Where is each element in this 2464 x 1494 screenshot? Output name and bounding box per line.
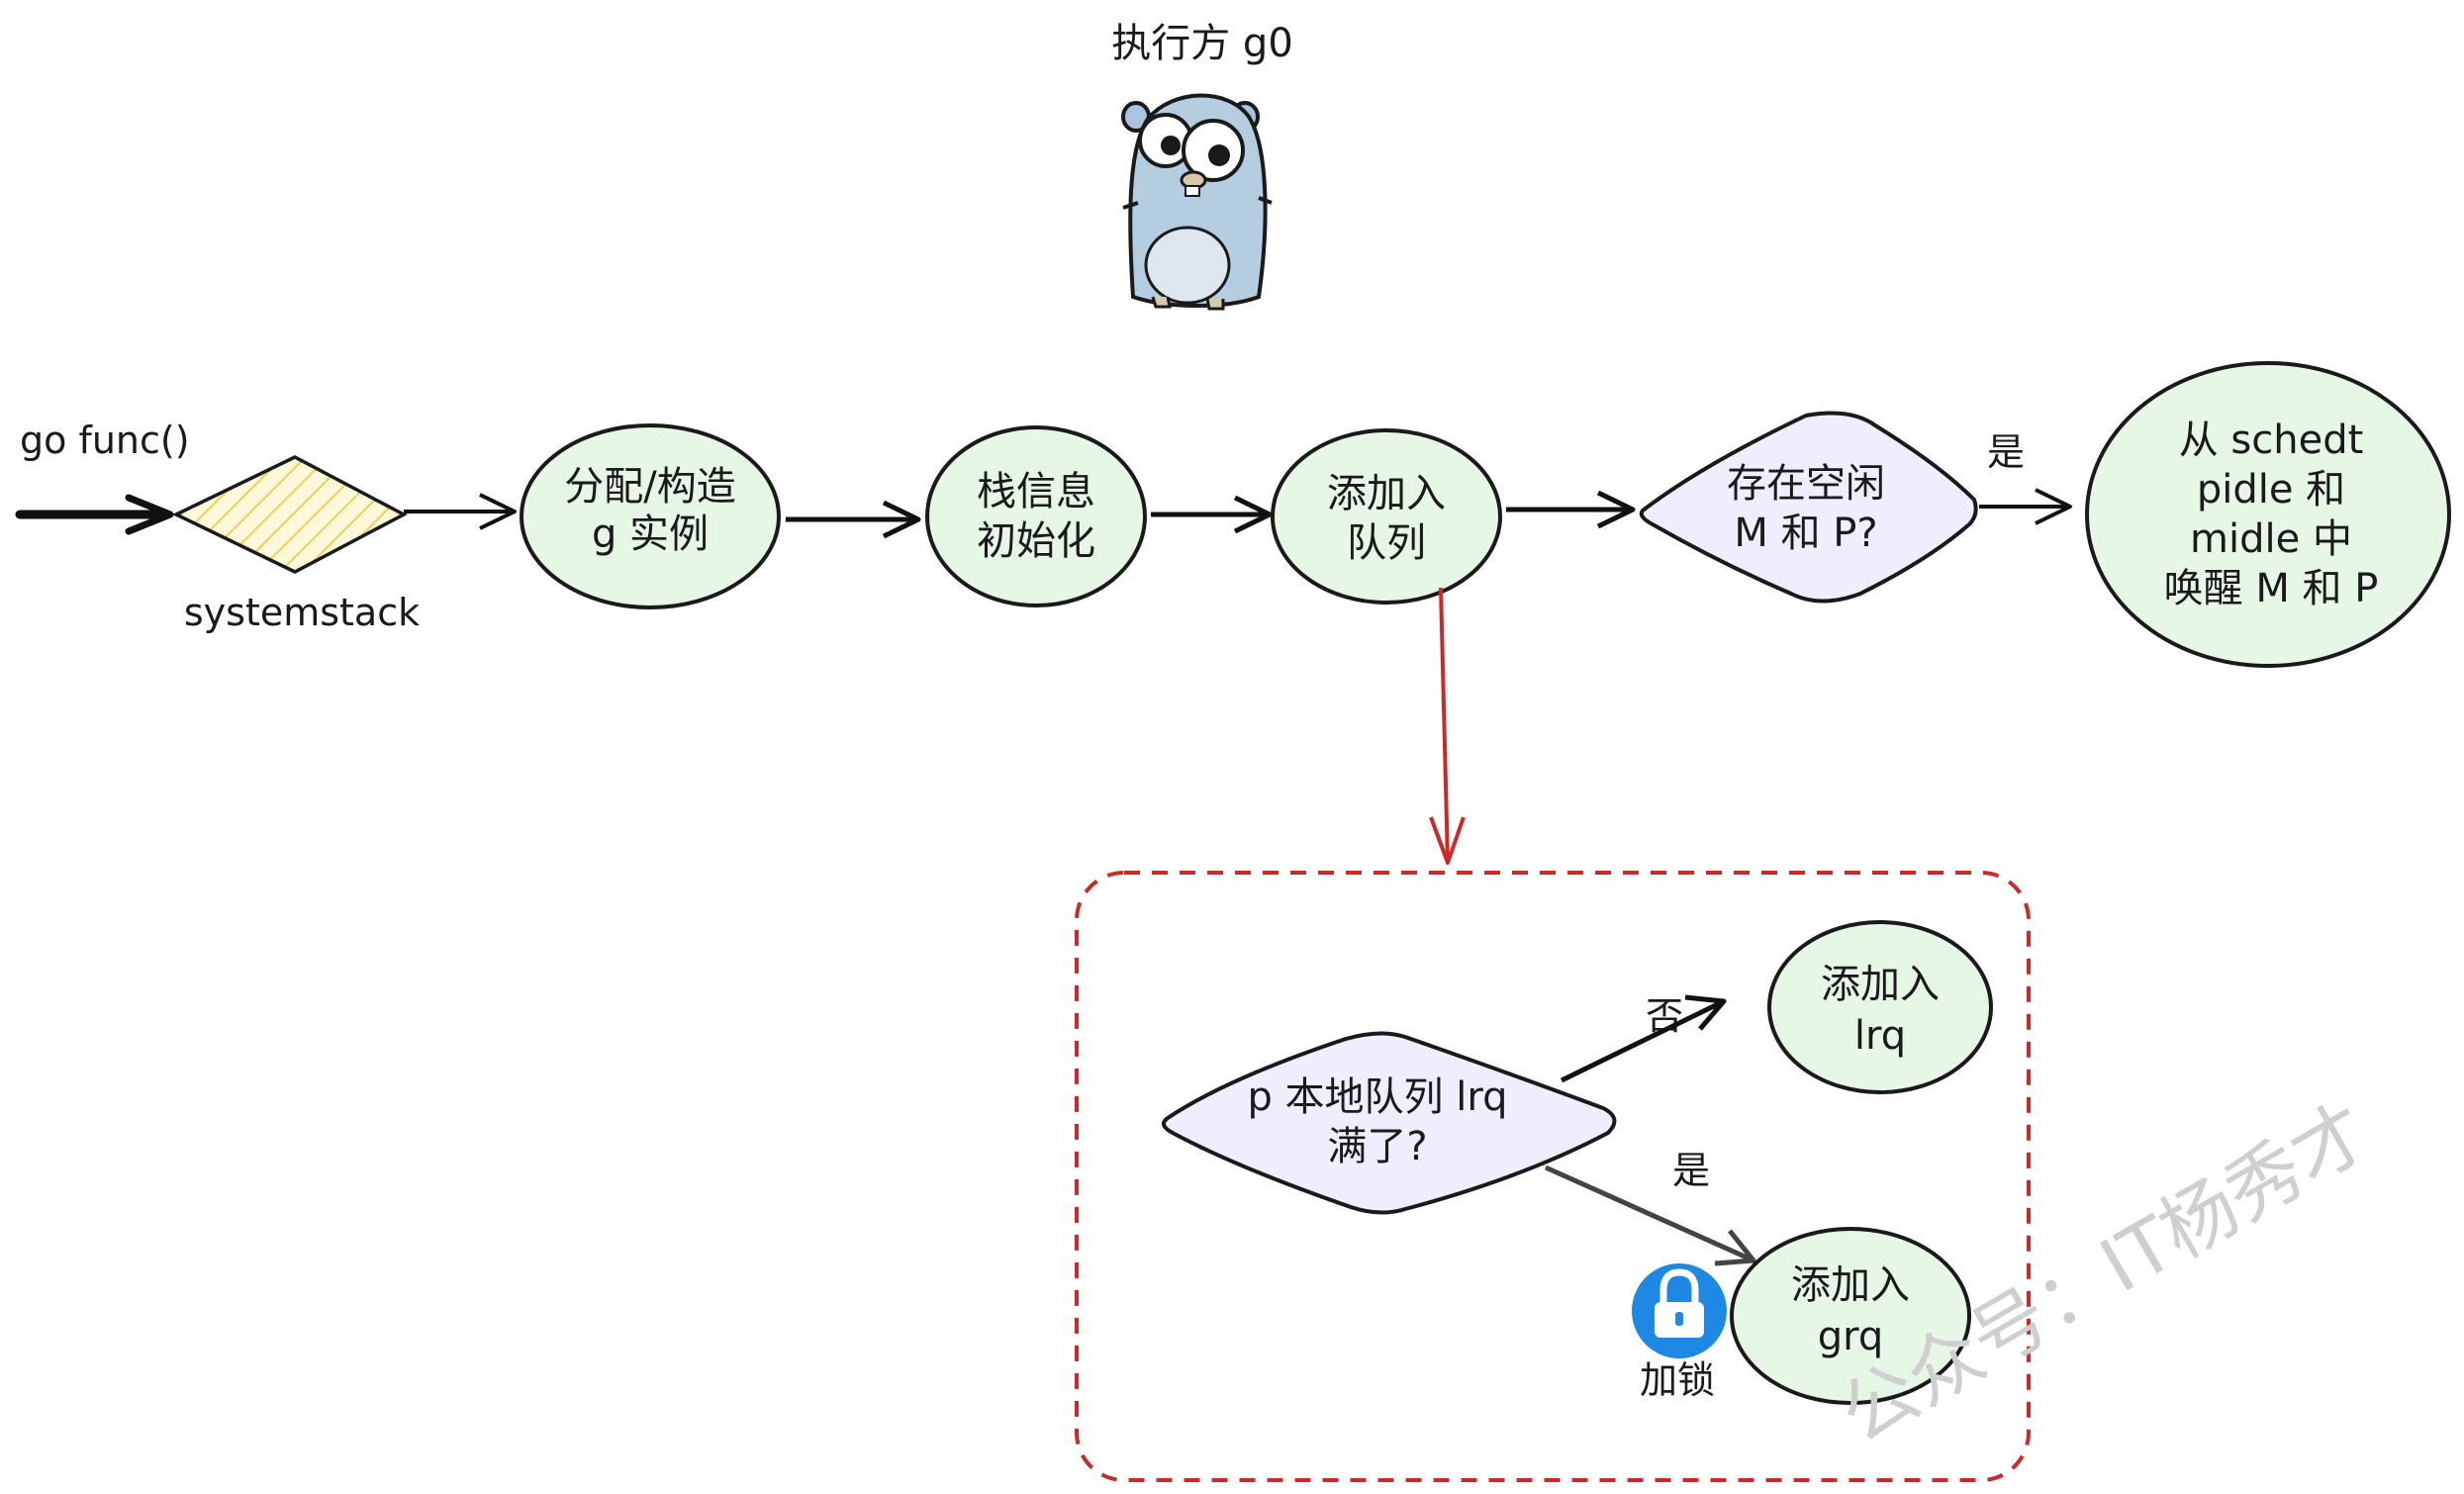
arrow-enqueue-to-idle-check	[1506, 490, 1636, 529]
wake-node	[2085, 361, 2451, 668]
enqueue-line-2: 队列	[1347, 520, 1426, 566]
entry-label: go func()	[20, 419, 190, 462]
arrow-to-add-lrq	[1560, 994, 1727, 1083]
add-lrq-node	[1767, 920, 1993, 1094]
idle-check-line-1: 存在空闲	[1727, 461, 1885, 507]
stack-init-node	[925, 425, 1147, 607]
wake-line-3: midle 中	[2190, 516, 2352, 562]
add-lrq-line-2: lrq	[1854, 1013, 1906, 1059]
enqueue-node	[1271, 428, 1502, 605]
systemstack-diamond	[171, 455, 408, 574]
wake-line-4: 唤醒 M 和 P	[2164, 566, 2379, 611]
stack-init-line-1: 栈信息	[977, 469, 1095, 514]
entry-arrow	[15, 494, 174, 535]
alloc-line-1: 分配/构造	[564, 464, 735, 510]
idle-check-line-2: M 和 P?	[1734, 511, 1877, 556]
lrq-full-diamond	[1162, 1031, 1617, 1215]
idle-check-diamond	[1639, 411, 1978, 604]
queue-detail-box	[1075, 871, 2031, 1482]
lock-label: 加锁	[1640, 1358, 1715, 1402]
executor-label: 执行方 g0	[1111, 21, 1293, 66]
stack-init-line-2: 初始化	[977, 518, 1095, 564]
lock-icon	[1632, 1263, 1727, 1358]
wake-line-2: pidle 和	[2197, 467, 2345, 513]
lrq-full-line-2: 满了?	[1327, 1124, 1427, 1169]
red-arrow-to-queue-detail	[1429, 587, 1466, 865]
arrow-to-add-grq	[1544, 1165, 1756, 1266]
alloc-node	[520, 423, 781, 609]
arrow-stack-to-enqueue	[1151, 495, 1273, 534]
add-lrq-line-1: 添加入	[1821, 962, 1940, 1007]
systemstack-label: systemstack	[184, 591, 420, 634]
lrq-full-line-1: p 本地队列 lrq	[1247, 1074, 1507, 1120]
gopher-mascot-icon	[1121, 93, 1273, 311]
yes-label-top: 是	[1987, 430, 2025, 474]
arrow-idle-to-wake	[1979, 488, 2072, 525]
yes-label-bottom: 是	[1672, 1149, 1710, 1192]
arrow-alloc-to-stack	[786, 500, 921, 539]
enqueue-line-1: 添加入	[1327, 471, 1446, 516]
alloc-line-2: g 实例	[592, 512, 709, 557]
arrow-systemstack-to-alloc	[404, 493, 517, 530]
add-grq-line-2: grq	[1818, 1314, 1884, 1359]
add-grq-node	[1730, 1227, 1971, 1405]
wake-line-1: 从 schedt	[2179, 418, 2364, 463]
add-grq-line-1: 添加入	[1791, 1262, 1910, 1308]
